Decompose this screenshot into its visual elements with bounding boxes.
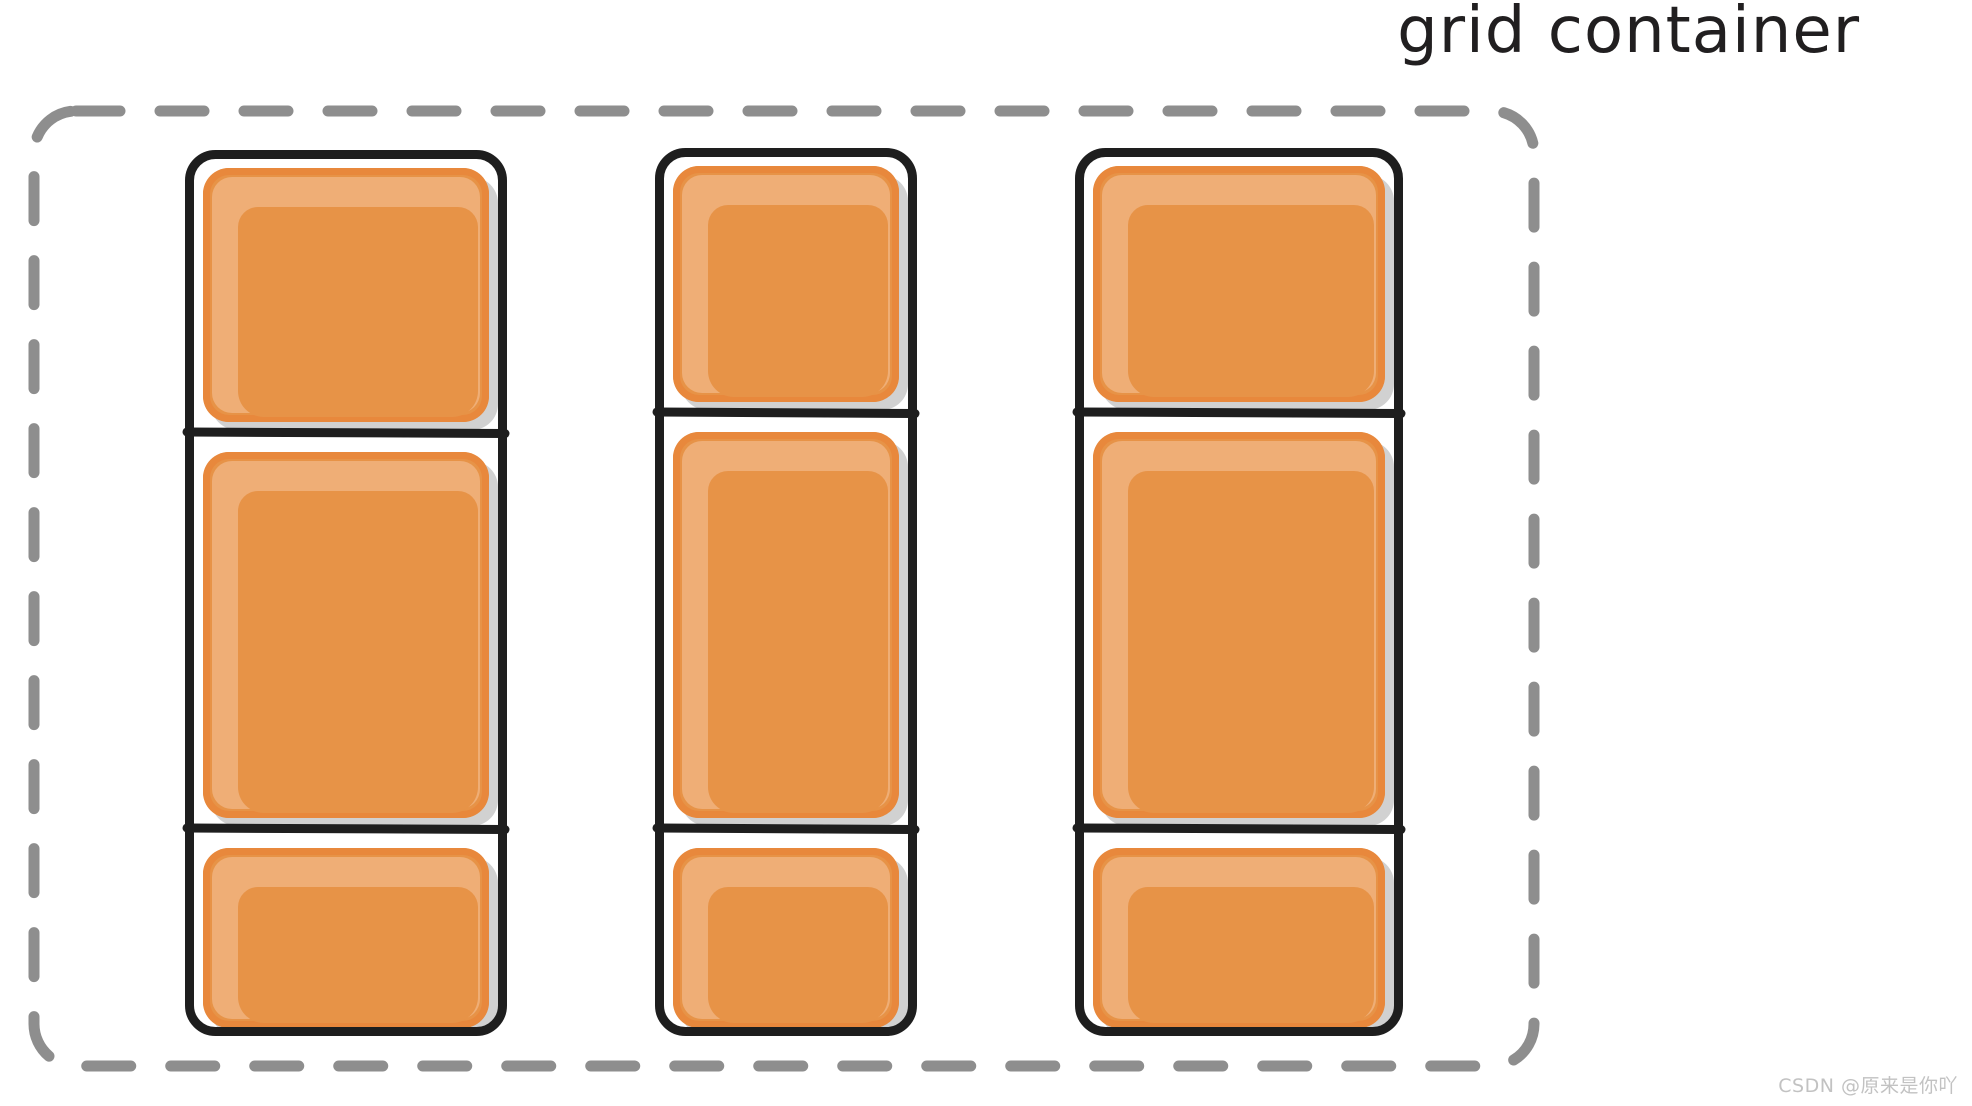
grid-item-2-1-block[interactable] (673, 166, 899, 402)
grid-item-1-2-block-core (238, 491, 478, 813)
grid-item-3-2-gloss-highlight (1102, 441, 1376, 813)
grid-item-3-1[interactable] (1093, 166, 1394, 410)
grid-item-2-2-block[interactable] (673, 432, 899, 818)
grid-item-2-3-block[interactable] (673, 848, 899, 1028)
grid-container-outline (28, 105, 1540, 1072)
grid-item-2-1[interactable] (673, 166, 908, 410)
grid-item-1-3[interactable] (203, 848, 498, 1036)
grid-item-3-3-block-core (1128, 887, 1374, 1023)
grid-item-1-1-block[interactable] (203, 168, 489, 422)
grid-column-2[interactable] (652, 148, 920, 1036)
csdn-watermark: CSDN @原来是你吖 (1778, 1075, 1958, 1097)
grid-item-1-1-gloss-highlight (212, 177, 480, 417)
grid-item-2-3-gloss-highlight (682, 857, 890, 1023)
grid-column-1-row-divider-1 (182, 427, 510, 438)
grid-item-2-3-block-core (708, 887, 888, 1023)
grid-item-3-2[interactable] (1093, 432, 1394, 826)
grid-item-3-1-block[interactable] (1093, 166, 1385, 402)
grid-item-1-2[interactable] (203, 452, 498, 826)
grid-item-3-2-block-core (1128, 471, 1374, 813)
grid-column-3-row-divider-1 (1072, 407, 1406, 418)
grid-item-3-3-gloss-highlight (1102, 857, 1376, 1023)
grid-item-2-2[interactable] (673, 432, 908, 826)
grid-column-1-row-divider-2 (182, 823, 510, 834)
grid-item-2-1-block-core (708, 205, 888, 397)
grid-column-1[interactable] (182, 150, 510, 1036)
grid-item-1-2-block[interactable] (203, 452, 489, 818)
grid-item-3-1-block-core (1128, 205, 1374, 397)
grid-item-1-3-block[interactable] (203, 848, 489, 1028)
grid-column-2-row-divider-1 (652, 407, 920, 418)
grid-column-2-row-divider-2 (652, 823, 920, 834)
grid-item-2-2-gloss-highlight (682, 441, 890, 813)
grid-item-1-2-gloss-highlight (212, 461, 480, 813)
dashed-border-rect (28, 105, 1540, 1072)
grid-item-3-3[interactable] (1093, 848, 1394, 1036)
grid-item-2-3[interactable] (673, 848, 908, 1036)
grid-item-2-1-gloss-highlight (682, 175, 890, 397)
grid-item-3-1-gloss-highlight (1102, 175, 1376, 397)
grid-item-3-3-block[interactable] (1093, 848, 1385, 1028)
grid-item-3-2-block[interactable] (1093, 432, 1385, 818)
grid-item-1-1[interactable] (203, 168, 498, 430)
page-title: grid container (1397, 0, 1860, 68)
grid-item-2-2-block-core (708, 471, 888, 813)
grid-column-3-row-divider-2 (1072, 823, 1406, 834)
grid-column-3[interactable] (1072, 148, 1406, 1036)
grid-item-1-1-block-core (238, 207, 478, 417)
grid-item-1-3-block-core (238, 887, 478, 1023)
grid-item-1-3-gloss-highlight (212, 857, 480, 1023)
dashed-border-svg (28, 105, 1540, 1072)
